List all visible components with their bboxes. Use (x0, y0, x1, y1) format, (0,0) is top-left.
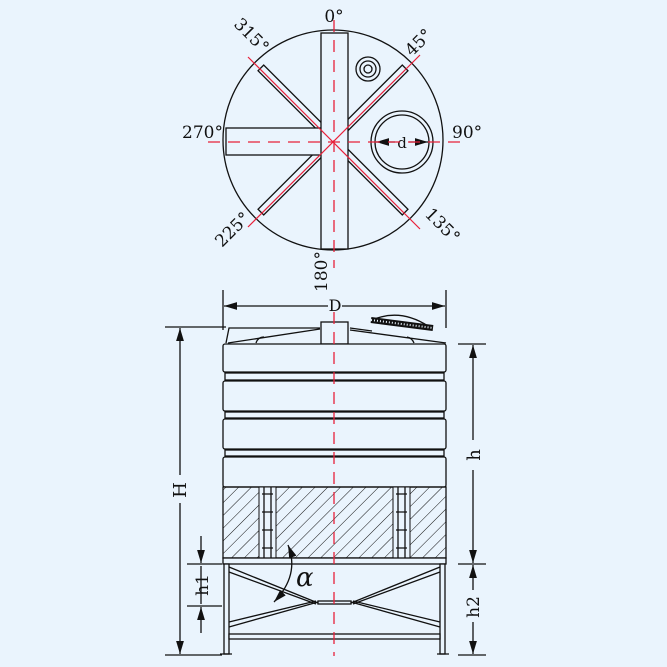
brace-angle-label: α (296, 563, 314, 593)
top-view: d 0° 90° 270° 45° 315° 135° 225° 180° (182, 7, 482, 292)
side-view: D (165, 290, 486, 656)
manhole: d (370, 110, 434, 174)
ladder-right (392, 486, 411, 559)
angle-label-315: 315° (229, 14, 272, 57)
tank-height-label: h (464, 449, 485, 461)
centerlines (208, 20, 460, 268)
stand-height-label: h2 (464, 596, 484, 618)
tank-outline-circle (222, 29, 444, 251)
horizontal-pipe (225, 127, 323, 156)
angle-label-270: 270° (182, 123, 223, 143)
angle-label-45: 45° (401, 25, 436, 60)
angle-label-180: 180° (312, 251, 332, 292)
small-port-icon (355, 56, 381, 82)
angle-label-225: 225° (211, 208, 254, 251)
angle-label-0: 0° (324, 7, 343, 27)
manhole-lid (370, 317, 434, 331)
manhole-dim-label: d (397, 134, 407, 152)
angle-label-135: 135° (420, 204, 463, 247)
total-height-label: H (170, 482, 191, 498)
tank-roof (225, 314, 447, 345)
angle-label-90: 90° (452, 123, 482, 143)
ladder-left (258, 486, 277, 559)
diameter-label: D (329, 296, 342, 315)
brace-height-label: h1 (193, 574, 213, 596)
